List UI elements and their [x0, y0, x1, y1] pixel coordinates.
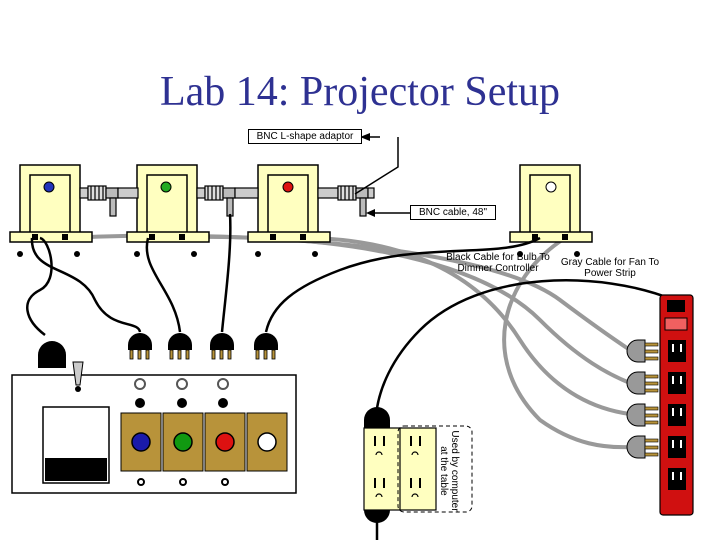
projector-2-indicator	[160, 181, 172, 193]
bnc-cable-label: BNC cable, 48"	[410, 205, 496, 220]
used-by-computer-label: Used by computer at the table	[438, 430, 460, 512]
fan-plugs	[626, 339, 659, 459]
fan-plug-2	[626, 371, 659, 395]
bnc-connector-2	[196, 185, 259, 217]
dimmer-knob-2	[173, 432, 193, 452]
bnc-connector-3	[317, 185, 375, 217]
dimmer-knob-3	[215, 432, 235, 452]
projector-4	[509, 164, 593, 257]
black-cable-2	[145, 237, 182, 333]
adaptor-arrowhead	[360, 133, 370, 141]
dimmer-power-plug	[38, 341, 66, 368]
black-bulb-cables	[26, 213, 675, 540]
gray-cable-label: Gray Cable for Fan To Power Strip	[560, 257, 660, 279]
dimmer-knob-1	[131, 432, 151, 452]
dimmer-knobs	[131, 432, 277, 452]
plug-1	[128, 333, 152, 360]
power-strip	[659, 294, 694, 516]
bulb-plugs	[38, 333, 278, 368]
computer-outlet	[363, 407, 473, 523]
plug-3	[210, 333, 234, 360]
projector-2	[126, 164, 210, 257]
black-cable-1	[30, 237, 142, 333]
bnc-connectors	[79, 185, 375, 217]
dimmer-jacks	[137, 478, 229, 486]
dimmer-switches	[135, 398, 228, 408]
dimmer-knob-4	[257, 432, 277, 452]
fan-plug-4	[626, 435, 659, 459]
black-cable-label: Black Cable for Bulb To Dimmer Controlle…	[446, 252, 550, 274]
projector-1	[9, 164, 93, 257]
plug-2	[168, 333, 192, 360]
black-cable-dimmer	[26, 236, 53, 336]
dimmer-controller	[11, 361, 297, 494]
plug-4	[254, 333, 278, 360]
black-cable-4	[264, 236, 541, 333]
dimmer-sockets	[134, 378, 229, 390]
black-cable-3	[220, 213, 232, 333]
fan-plug-3	[626, 403, 659, 427]
projector-3-indicator	[282, 181, 294, 193]
black-cable-strip	[375, 279, 675, 409]
gray-cable-4	[502, 236, 631, 450]
dimmer-switch-icon	[72, 361, 84, 386]
projector-4-indicator	[545, 181, 557, 193]
dimmer-knob-panels	[120, 412, 288, 472]
fan-plug-1	[626, 339, 659, 363]
bnc-arrowhead	[366, 209, 375, 217]
projector-3	[247, 164, 331, 257]
page-title: Lab 14: Projector Setup	[159, 69, 561, 115]
bnc-adaptor-label: BNC L-shape adaptor	[248, 129, 362, 144]
projector-row	[9, 164, 593, 257]
projector-1-indicator	[43, 181, 55, 193]
bnc-connector-1	[79, 185, 139, 217]
